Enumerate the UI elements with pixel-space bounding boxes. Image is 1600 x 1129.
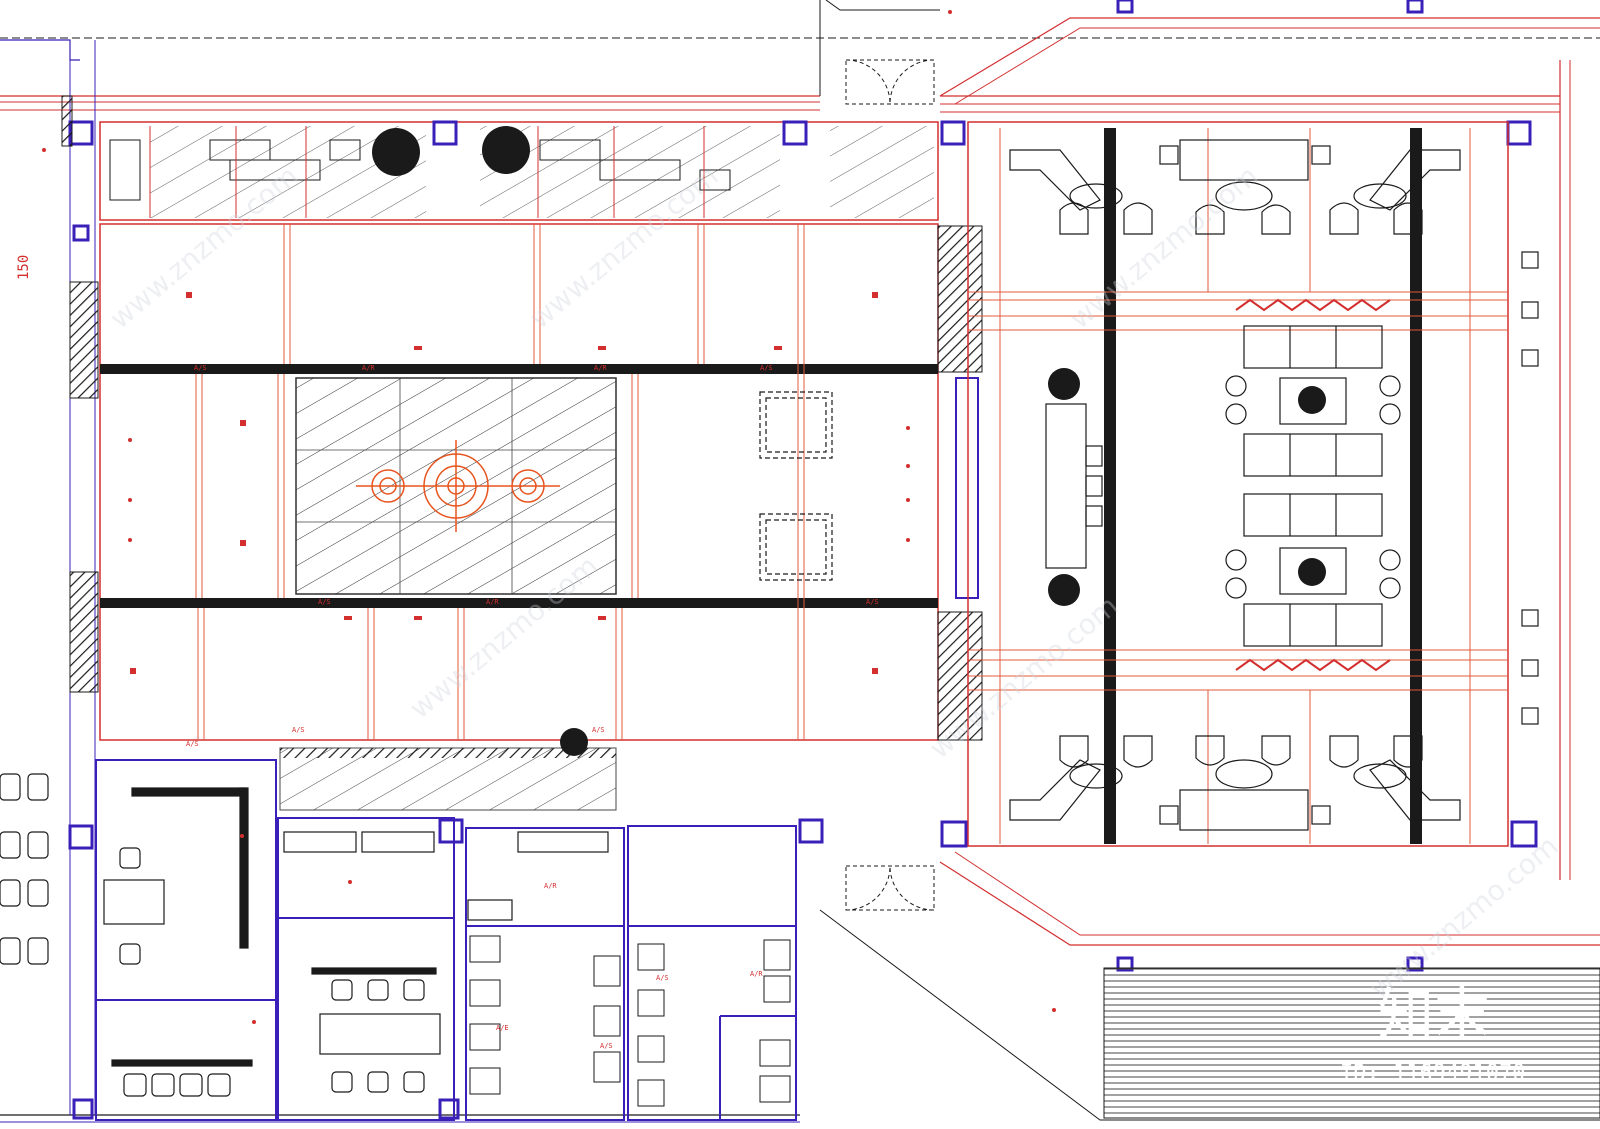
ac-supply-label: A/S xyxy=(760,364,773,372)
lounge-seating xyxy=(1045,325,1401,647)
ac-supply-label: A/S xyxy=(866,598,879,606)
rug-border-top xyxy=(1235,298,1391,312)
watermark-brand: 知末 xyxy=(1378,983,1490,1048)
ac-return-label: A/R xyxy=(362,364,375,372)
office-furniture xyxy=(0,773,609,1097)
ac-supply-label: A/S xyxy=(194,364,207,372)
ac-return-label: A/R xyxy=(486,598,499,606)
ac-return-label: A/R xyxy=(544,882,557,890)
rug-border-bottom xyxy=(1235,658,1391,672)
lower-right-stair xyxy=(1103,967,1600,1119)
ac-return-label: A/R xyxy=(594,364,607,372)
ac-supply-label: A/S xyxy=(592,726,605,734)
ac-supply-label: A/S xyxy=(656,974,669,982)
ac-return-alt-label: A/E xyxy=(496,1024,509,1032)
ac-return-label: A/R xyxy=(750,970,763,978)
planters xyxy=(372,126,1326,756)
dimension-label: 150 xyxy=(16,255,32,280)
chandelier-fixtures xyxy=(356,440,560,532)
lower-left-offices xyxy=(95,759,797,1121)
restroom-cubicles xyxy=(469,935,791,1107)
watermark-site: www.znzmo.com xyxy=(1063,159,1264,335)
right-lounge xyxy=(372,121,1539,847)
watermark-id: ID: 1169491070 xyxy=(1340,1061,1525,1086)
ceiling-fixtures xyxy=(42,10,1056,1024)
ac-supply-label: A/S xyxy=(292,726,305,734)
atrium-ceiling xyxy=(99,223,939,811)
ac-supply-label: A/S xyxy=(600,1042,613,1050)
entrance-doors xyxy=(845,59,935,911)
ac-supply-label: A/S xyxy=(318,598,331,606)
ac-supply-label: A/S xyxy=(186,740,199,748)
ac-labels: A/S A/R A/R A/S A/S A/R A/S A/S A/S A/S … xyxy=(16,255,879,1050)
